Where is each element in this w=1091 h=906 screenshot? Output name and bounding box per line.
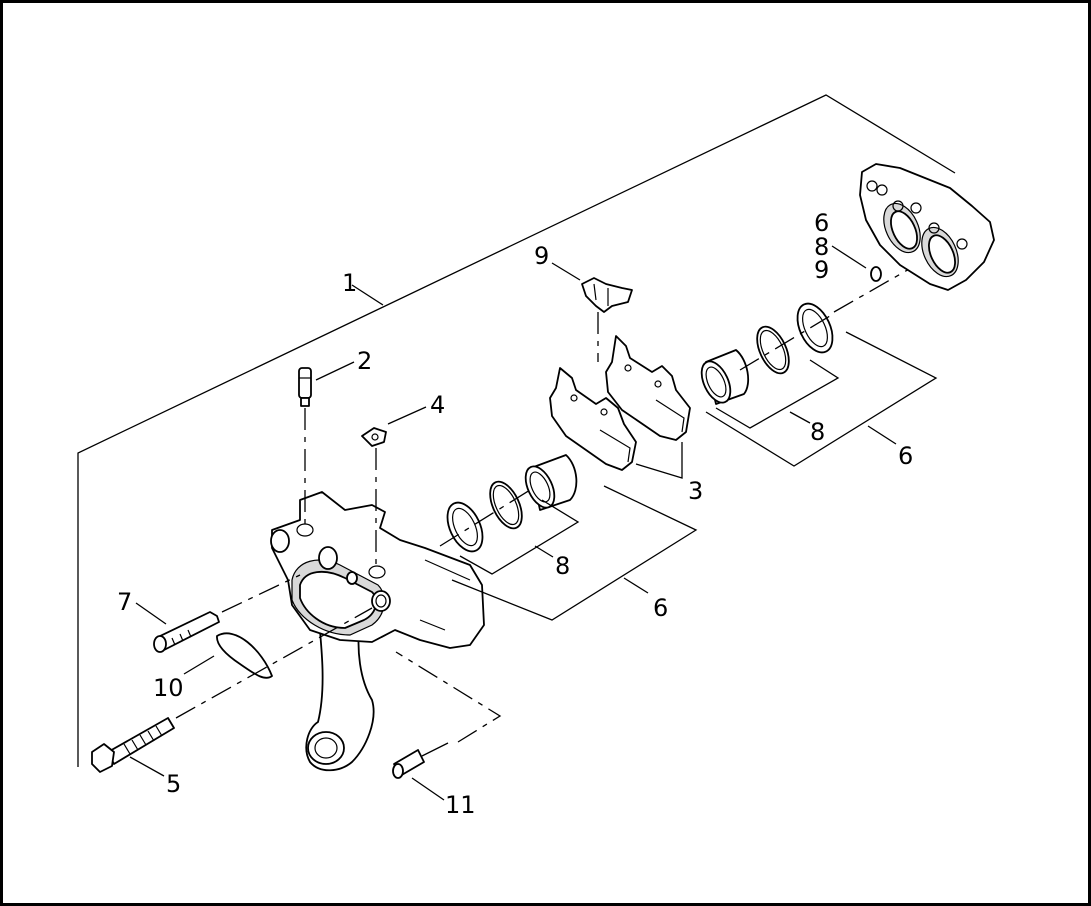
callout-11: 11 [445, 791, 476, 819]
mounting-pin [153, 611, 220, 653]
callout-9-right: 9 [814, 256, 829, 284]
callout-8-left: 8 [555, 552, 570, 580]
callout-6-right: 6 [898, 442, 913, 470]
assembly-bracket [77, 94, 956, 767]
pad-retainer-clip [581, 277, 633, 313]
callout-8-right: 8 [810, 418, 825, 446]
caliper-housing [859, 163, 995, 291]
piston-seal-group-left [446, 454, 578, 553]
callout-7: 7 [117, 588, 132, 616]
callout-8-top: 8 [814, 233, 829, 261]
small-seal [870, 266, 882, 282]
bleeder-valve [298, 367, 312, 407]
leader-lines [129, 245, 938, 801]
callout-2: 2 [357, 347, 372, 375]
callout-6-left: 6 [653, 594, 668, 622]
callout-labels: 1 2 3 4 5 6 6 6 7 8 8 8 9 9 10 11 [117, 209, 913, 819]
callout-10: 10 [153, 674, 184, 702]
callout-5: 5 [166, 770, 181, 798]
callout-4: 4 [430, 391, 445, 419]
callout-6-top: 6 [814, 209, 829, 237]
slide-pin [392, 742, 449, 779]
callout-1: 1 [342, 269, 357, 297]
brake-pads [549, 335, 691, 471]
callout-3: 3 [688, 477, 703, 505]
mounting-bolt [91, 717, 175, 773]
retaining-clip [361, 427, 387, 447]
piston-seal-group-right [700, 302, 834, 405]
caliper-mounting-bracket [270, 491, 485, 772]
insulator-shim [216, 632, 273, 679]
callout-9-top: 9 [534, 242, 549, 270]
